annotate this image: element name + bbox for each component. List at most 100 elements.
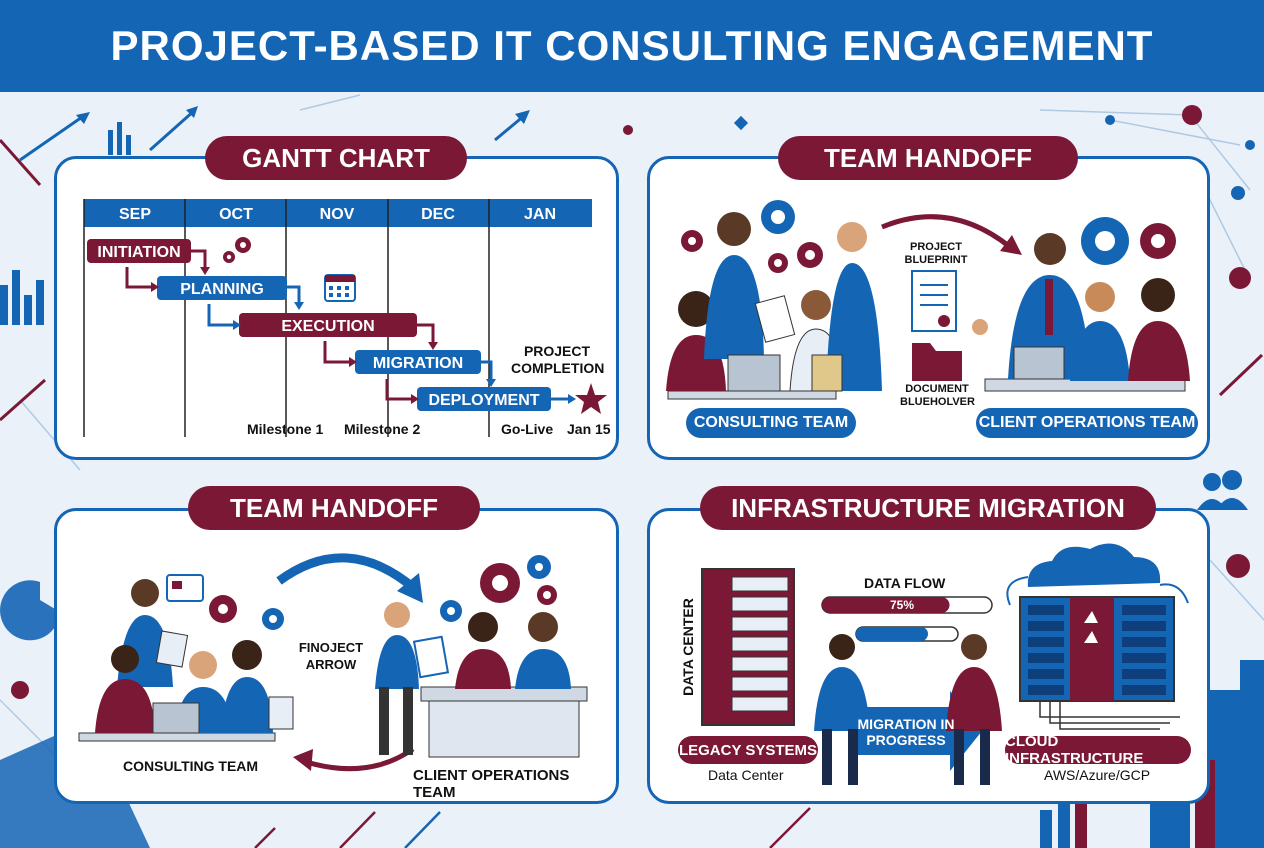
consultant-person: [221, 640, 273, 733]
client-person: [515, 612, 571, 689]
go-live-label: Go-Live: [501, 421, 554, 437]
gantt-phase-execution: EXECUTION: [281, 318, 374, 335]
handoff-bottom-panel: FINOJECT ARROW CONSULTING TEAM CLIENT OP…: [54, 508, 619, 804]
cloud-subtitle: AWS/Azure/GCP: [1044, 767, 1151, 783]
gantt-phase-migration: MIGRATION: [373, 355, 463, 372]
handoff-bottom-title-pill: TEAM HANDOFF: [188, 486, 480, 530]
consultant-person: [704, 212, 764, 359]
client-operations-label: CLIENT OPERATIONS TEAM: [413, 767, 570, 801]
gantt-phase-deployment: DEPLOYMENT: [428, 392, 539, 409]
gantt-arrowhead: [233, 320, 241, 330]
gantt-arrowhead: [486, 379, 496, 387]
gantt-month-oct: OCT: [219, 206, 253, 223]
document-icon: [754, 295, 796, 343]
data-flow-fill: [822, 597, 950, 613]
consulting-team-badge: CONSULTING TEAM: [686, 408, 856, 438]
engineer-person: [814, 634, 870, 785]
milestone-1-label: Milestone 1: [247, 421, 324, 437]
gantt-arrowhead: [151, 282, 159, 292]
gantt-title-pill: GANTT CHART: [205, 136, 467, 180]
handoff-top-illustration: [666, 200, 1190, 400]
gantt-phase-planning: PLANNING: [180, 281, 264, 298]
laptop-icon: [1013, 346, 1065, 380]
header-banner: PROJECT-BASED IT CONSULTING ENGAGEMENT: [0, 0, 1264, 92]
cloud-infrastructure-badge: CLOUD INFRASTRUCTURE: [1005, 733, 1191, 767]
laptop-icon: [152, 702, 200, 734]
tablet-icon: [155, 630, 189, 668]
migration-illustration: [701, 543, 1189, 785]
gantt-month-dec: DEC: [421, 206, 455, 223]
gantt-connector-arrow: [125, 267, 152, 289]
gantt-panel: SEP OCT NOV DEC JAN INITIATION PLANNING …: [54, 156, 619, 460]
gantt-connector-arrow: [207, 304, 234, 327]
gantt-bar-initiation: [87, 239, 191, 263]
gantt-arrowhead: [568, 394, 576, 404]
gantt-chart: SEP OCT NOV DEC JAN INITIATION PLANNING …: [83, 199, 607, 437]
migration-title-pill: INFRASTRUCTURE MIGRATION: [700, 486, 1156, 530]
clipboard-icon: [811, 354, 843, 392]
star-icon: [575, 383, 607, 414]
gantt-title: GANTT CHART: [242, 142, 430, 173]
desk: [420, 686, 588, 702]
cloud-infrastructure-label: CLOUD INFRASTRUCTURE: [1005, 733, 1144, 767]
handoff-top-title: TEAM HANDOFF: [824, 142, 1032, 173]
gantt-month-header-bar: [84, 199, 592, 227]
data-center-vertical-label: DATA CENTER: [680, 598, 696, 696]
handshake-icon: [972, 319, 988, 335]
cloud-icon: [1027, 543, 1161, 587]
consulting-team-label: CONSULTING TEAM: [123, 758, 259, 774]
return-arrow: [302, 746, 415, 772]
arrowhead: [1000, 235, 1022, 255]
calendar-icon: [324, 274, 356, 302]
gantt-arrowhead: [294, 302, 304, 310]
client-person: [1128, 278, 1190, 381]
transfer-fill: [856, 627, 928, 641]
gantt-arrowhead: [200, 267, 210, 275]
handoff-bottom-illustration: [78, 553, 588, 772]
milestone-2-label: Milestone 2: [344, 421, 421, 437]
project-completion-label: PROJECT COMPLETION: [511, 343, 605, 376]
desk: [667, 390, 837, 400]
gantt-connector-arrow: [385, 379, 412, 401]
arrow-label: FINOJECT ARROW: [298, 640, 364, 672]
client-person: [1070, 282, 1130, 381]
legacy-subtitle: Data Center: [708, 767, 784, 783]
migration-title: INFRASTRUCTURE MIGRATION: [731, 492, 1125, 523]
gantt-connector-arrow: [191, 249, 207, 269]
arrowhead: [397, 573, 423, 603]
data-flow-label: DATA FLOW: [864, 575, 946, 591]
gantt-bar-deployment: [417, 387, 551, 411]
client-person: [455, 612, 511, 689]
jan-15-label: Jan 15: [567, 421, 611, 437]
gantt-bar-planning: [157, 276, 287, 300]
handoff-arrow: [276, 553, 418, 593]
project-blueprint-label: PROJECT BLUEPRINT: [904, 241, 968, 266]
engineer-person: [946, 634, 1002, 785]
gantt-arrowhead: [428, 342, 438, 350]
legacy-systems-label: LEGACY SYSTEMS: [678, 741, 818, 759]
gantt-phase-initiation: INITIATION: [97, 244, 180, 261]
handoff-arrow: [881, 214, 1012, 249]
desk: [78, 732, 276, 742]
legacy-systems-badge: LEGACY SYSTEMS: [678, 736, 818, 764]
document-folder-label: DOCUMENT BLUEHOLVER: [900, 383, 975, 408]
gantt-connector-arrow: [417, 323, 435, 344]
migration-status-label: MIGRATION IN PROGRESS: [857, 716, 955, 748]
gantt-bar-migration: [355, 350, 481, 374]
gantt-month-nov: NOV: [320, 206, 355, 223]
gantt-connector-arrow: [323, 341, 350, 364]
gantt-connector-arrow: [481, 360, 493, 381]
gantt-month-sep: SEP: [119, 206, 151, 223]
folder-icon: [912, 343, 962, 381]
data-flow-percent: 75%: [890, 598, 915, 612]
gantt-bar-execution: [239, 313, 417, 337]
gantt-arrowhead: [411, 394, 419, 404]
gantt-month-jan: JAN: [524, 206, 556, 223]
azure-logo-icon: [1084, 611, 1098, 623]
arrowhead: [293, 749, 313, 771]
desk: [428, 700, 580, 758]
tablet-icon: [268, 696, 294, 730]
handoff-top-panel: PROJECT BLUEPRINT DOCUMENT BLUEHOLVER CO…: [647, 156, 1210, 460]
consulting-team-label: CONSULTING TEAM: [693, 414, 849, 431]
azure-logo-icon: [1084, 631, 1098, 643]
